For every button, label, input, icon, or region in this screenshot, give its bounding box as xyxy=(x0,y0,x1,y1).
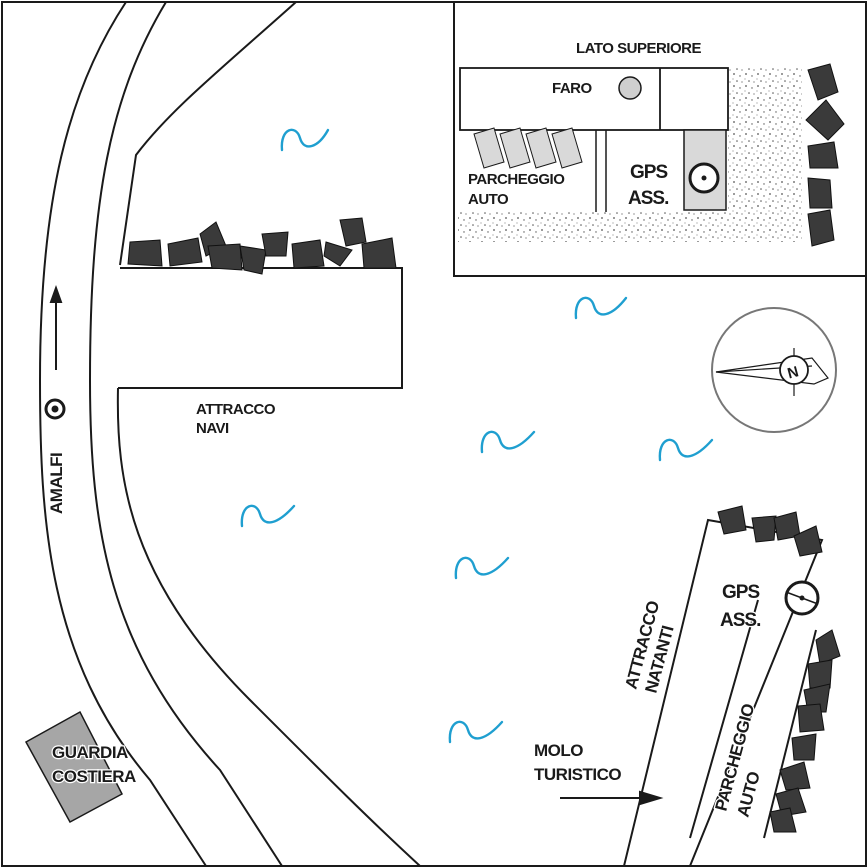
rock-icon xyxy=(779,761,811,791)
rock-icon xyxy=(239,245,267,275)
inset-upper-side: LATO SUPERIORE FARO PARCHEGGIO AUTO GPS … xyxy=(453,1,867,277)
rock-icon xyxy=(167,237,203,267)
rock-icon xyxy=(793,525,823,557)
inset-building xyxy=(459,67,729,131)
wave-icon xyxy=(454,556,510,580)
coast-guard-building xyxy=(24,710,124,824)
rock-icon xyxy=(261,231,289,257)
lighthouse-icon xyxy=(618,76,642,100)
road-direction-label: AMALFI xyxy=(47,453,66,514)
coastal-road xyxy=(38,1,421,867)
rock-icon xyxy=(127,239,163,267)
inset-parking-label-2: AUTO xyxy=(468,191,509,208)
rock-icon xyxy=(291,239,325,269)
inset-gravel-right xyxy=(728,68,802,242)
water-waves xyxy=(240,128,714,744)
rock-icon xyxy=(751,515,777,543)
compass-icon: N xyxy=(711,307,837,433)
rock-icon xyxy=(807,209,835,247)
rock-icon xyxy=(815,629,841,665)
wave-icon xyxy=(658,438,714,462)
inset-title: LATO SUPERIORE xyxy=(576,40,701,57)
wave-icon xyxy=(574,296,628,320)
inset-gps-label-2: ASS. xyxy=(628,188,668,209)
road-direction: AMALFI xyxy=(44,285,67,515)
coast-guard-label-2: COSTIERA xyxy=(52,767,136,786)
rock-icon xyxy=(797,703,825,733)
rock-icon xyxy=(807,141,839,169)
gps-target-icon xyxy=(784,580,820,616)
rock-icon xyxy=(807,177,833,209)
rock-icon xyxy=(807,659,833,689)
rock-icon xyxy=(361,237,397,269)
wave-icon xyxy=(280,128,330,152)
rock-icon xyxy=(717,505,747,535)
rock-icon xyxy=(791,733,817,761)
wave-icon xyxy=(480,430,536,454)
rock-icon xyxy=(805,99,845,141)
direction-arrow-icon xyxy=(560,790,664,806)
lighthouse-label: FARO xyxy=(552,80,593,97)
pier-gps-label-1: GPS xyxy=(722,582,759,603)
rock-icon xyxy=(807,63,839,101)
inset-rocks xyxy=(805,63,845,247)
inset-parking-label-1: PARCHEGGIO xyxy=(468,171,565,188)
ship-dock-label-1: ATTRACCO xyxy=(196,401,276,418)
coast-guard-label-1: GUARDIA xyxy=(52,743,128,762)
wave-icon xyxy=(240,504,296,528)
tourist-pier-rocks xyxy=(717,505,841,833)
tourist-pier-label-1: MOLO xyxy=(534,741,583,760)
rock-icon xyxy=(769,807,797,833)
pier-gps-label-2: ASS. xyxy=(720,610,760,631)
inset-gps-label-1: GPS xyxy=(630,162,667,183)
rock-icon xyxy=(323,241,353,267)
inset-parking-spaces xyxy=(473,127,583,169)
wave-icon xyxy=(448,720,504,744)
ship-dock-rocks xyxy=(127,217,397,275)
direction-arrow-icon xyxy=(49,285,63,370)
ship-dock-label-2: NAVI xyxy=(196,420,229,437)
coast-guard: GUARDIA COSTIERA xyxy=(24,710,138,824)
tourist-pier-label-2: TURISTICO xyxy=(534,765,621,784)
rock-icon xyxy=(207,243,243,271)
rock-icon xyxy=(339,217,367,247)
